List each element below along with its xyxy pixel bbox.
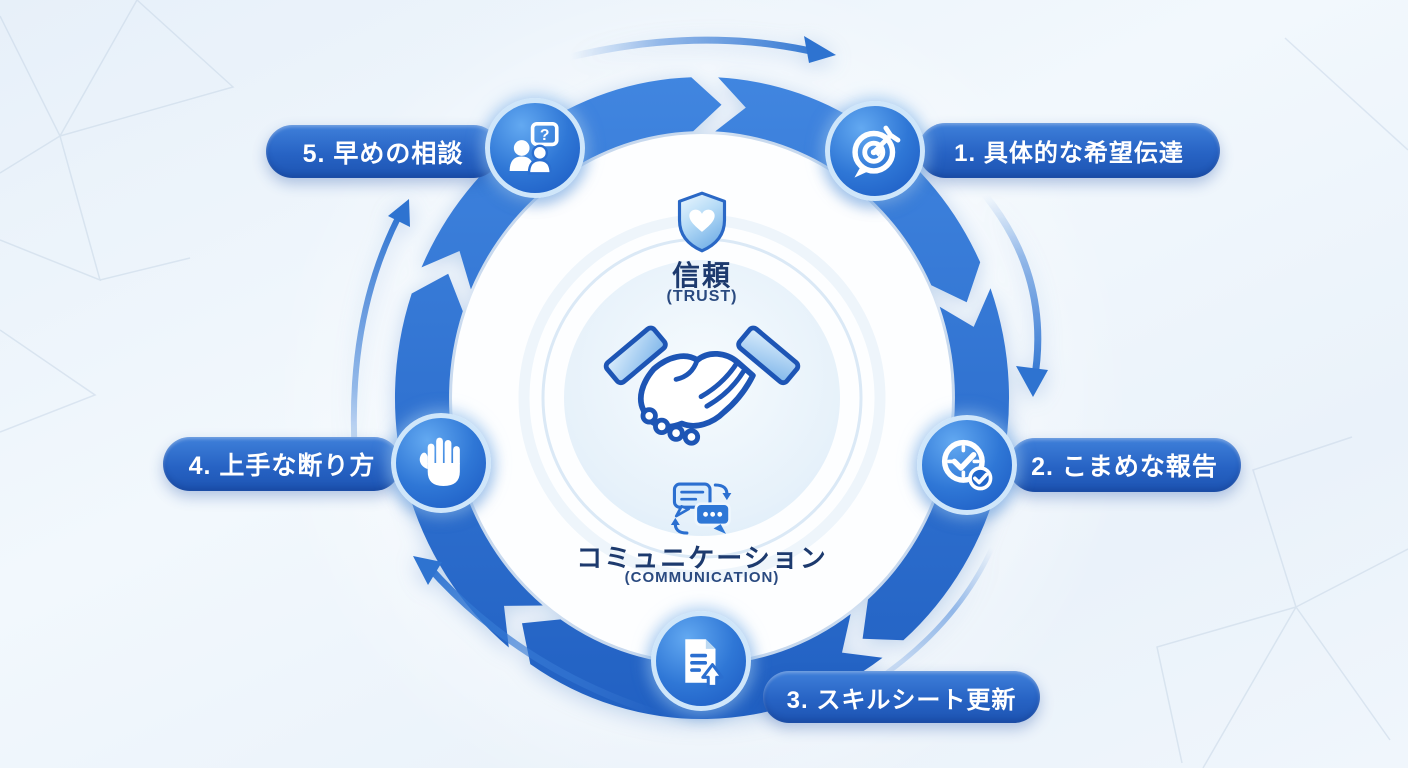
consultation-people-icon: ? <box>509 122 559 175</box>
ring-segment-2 <box>862 288 1010 641</box>
stop-hand-icon <box>419 437 460 486</box>
chat-exchange-icon <box>670 482 732 535</box>
target-goal-icon <box>852 125 901 178</box>
swoosh-arrowheads <box>388 36 1048 585</box>
step-node-4 <box>391 413 491 513</box>
clock-check-icon <box>941 439 993 491</box>
step-node-5: ? <box>485 98 585 198</box>
svg-text:?: ? <box>540 127 550 144</box>
shield-heart-icon <box>677 191 727 253</box>
knuckles <box>640 407 701 446</box>
left-sleeve-cuff <box>603 325 668 386</box>
handshake-icon <box>603 325 801 446</box>
step-node-3 <box>651 611 751 711</box>
right-sleeve-cuff <box>736 325 801 386</box>
communication-label: コミュニケーション <box>576 543 828 573</box>
step-node-2 <box>917 415 1017 515</box>
swoosh-arrow-right <box>981 191 1042 386</box>
swoosh-arrow-bottom-left <box>424 562 664 718</box>
trust-label: 信頼 <box>671 260 732 291</box>
ring-segment-1 <box>715 77 981 303</box>
step-node-1 <box>825 101 925 201</box>
step-label-1: 1. 具体的な希望伝達 <box>918 123 1220 178</box>
trust-sublabel: (TRUST) <box>666 288 738 305</box>
communication-sublabel: (COMMUNICATION) <box>624 569 780 586</box>
swoosh-arrow-top <box>566 36 819 61</box>
step-label-2: 2. こまめな報告 <box>1008 438 1241 492</box>
step-label-3: 3. スキルシート更新 <box>763 671 1040 723</box>
ring-segment-4 <box>394 273 543 648</box>
step-label-5: 5. 早めの相談 <box>266 125 500 178</box>
ring-segment-5 <box>421 77 722 290</box>
document-upload-icon <box>685 639 724 688</box>
step-label-4: 4. 上手な断り方 <box>163 437 401 491</box>
